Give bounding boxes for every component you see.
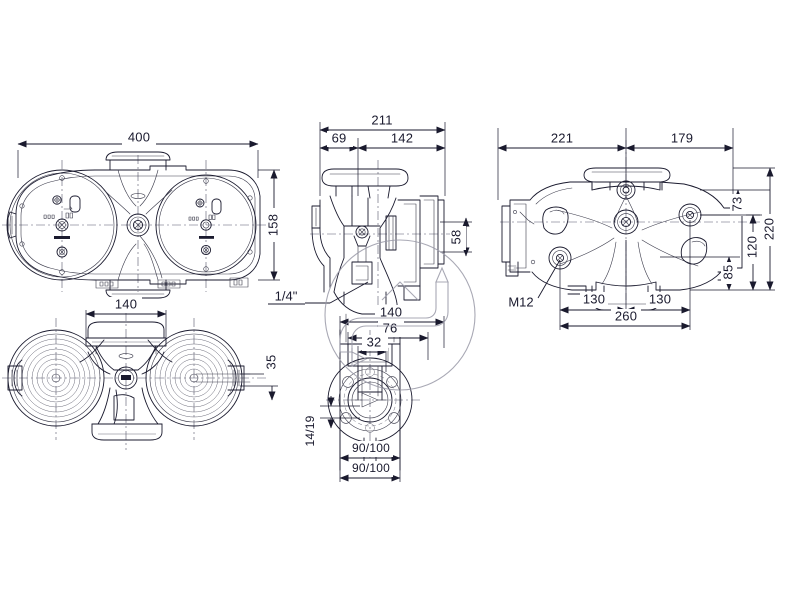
dim-130a-label: 130 [583,291,605,306]
dim-32: 32 [357,334,388,372]
dim-85-label: 85 [720,265,735,280]
view-top-right: 221 179 73 220 120 [497,128,778,330]
view-top-left: 400 158 [2,129,282,299]
dim-73-label: 73 [729,197,744,212]
dim-120-label: 120 [744,236,759,258]
dim-130b-label: 130 [649,291,671,306]
centerlines-bottom-left [2,312,268,450]
annotation-m12: M12 [508,259,561,309]
dim-140-bl-label: 140 [115,296,137,311]
dim-90-100-a: 90/100 [339,430,401,462]
dim-220-label: 220 [761,218,776,240]
dim-220: 220 [690,167,778,291]
annotation-quarter-inch-label: 1/4" [275,288,298,303]
dim-142-label: 142 [391,130,413,145]
dim-76-label: 76 [383,320,398,335]
dim-400: 400 [17,129,259,178]
dim-69-label: 69 [332,130,347,145]
dim-211-label: 211 [371,112,392,127]
dim-140-bc-label: 140 [380,304,402,319]
dim-35-label: 35 [263,355,278,370]
dim-221-179: 221 179 [497,128,734,208]
dim-400-label: 400 [128,129,150,144]
motor-head-left [6,169,118,281]
dim-90-100-a-label: 90/100 [352,441,390,455]
view-bottom-left: 140 35 [2,296,280,450]
dim-73: 73 [700,189,770,216]
top-flange-center [321,168,409,199]
view-bottom-center: 140 76 32 14/19 [303,304,445,482]
dim-130-260: 130 130 260 [559,220,691,330]
dim-90-100-b-label: 90/100 [352,461,390,475]
dim-32-label: 32 [367,334,382,349]
centerlines-top-left [2,155,280,292]
dim-58-label: 58 [448,230,463,245]
dim-85: 85 [660,256,740,291]
dim-58: 58 [440,217,472,257]
dim-158: 158 [258,169,282,281]
pump-body-outline-top-left [7,165,261,285]
dim-14-19-label: 14/19 [303,415,317,446]
dim-158-label: 158 [265,214,280,236]
annotation-quarter-inch: 1/4" [268,281,369,305]
centerlines-top-right [500,140,760,300]
manifold-top-left [95,151,249,299]
dim-35: 35 [240,352,280,401]
annotation-m12-label: M12 [508,294,533,309]
dim-179-label: 179 [671,130,693,145]
dim-221-label: 221 [551,130,573,145]
dim-69-142: 69 142 [319,130,446,196]
pump-bottom-body [7,321,251,441]
watermark-logo [324,239,476,391]
dim-14-19: 14/19 [303,396,360,454]
dim-211: 211 [319,112,446,196]
dim-120: 120 [700,214,761,291]
dim-90-100-b: 90/100 [339,461,401,482]
motor-head-right [155,174,257,276]
dim-140-bottom-left: 140 [85,296,167,340]
housing-outline-right [501,180,743,311]
dim-260-label: 260 [615,308,637,323]
view-top-center: 211 69 142 58 1/4" [268,112,472,343]
